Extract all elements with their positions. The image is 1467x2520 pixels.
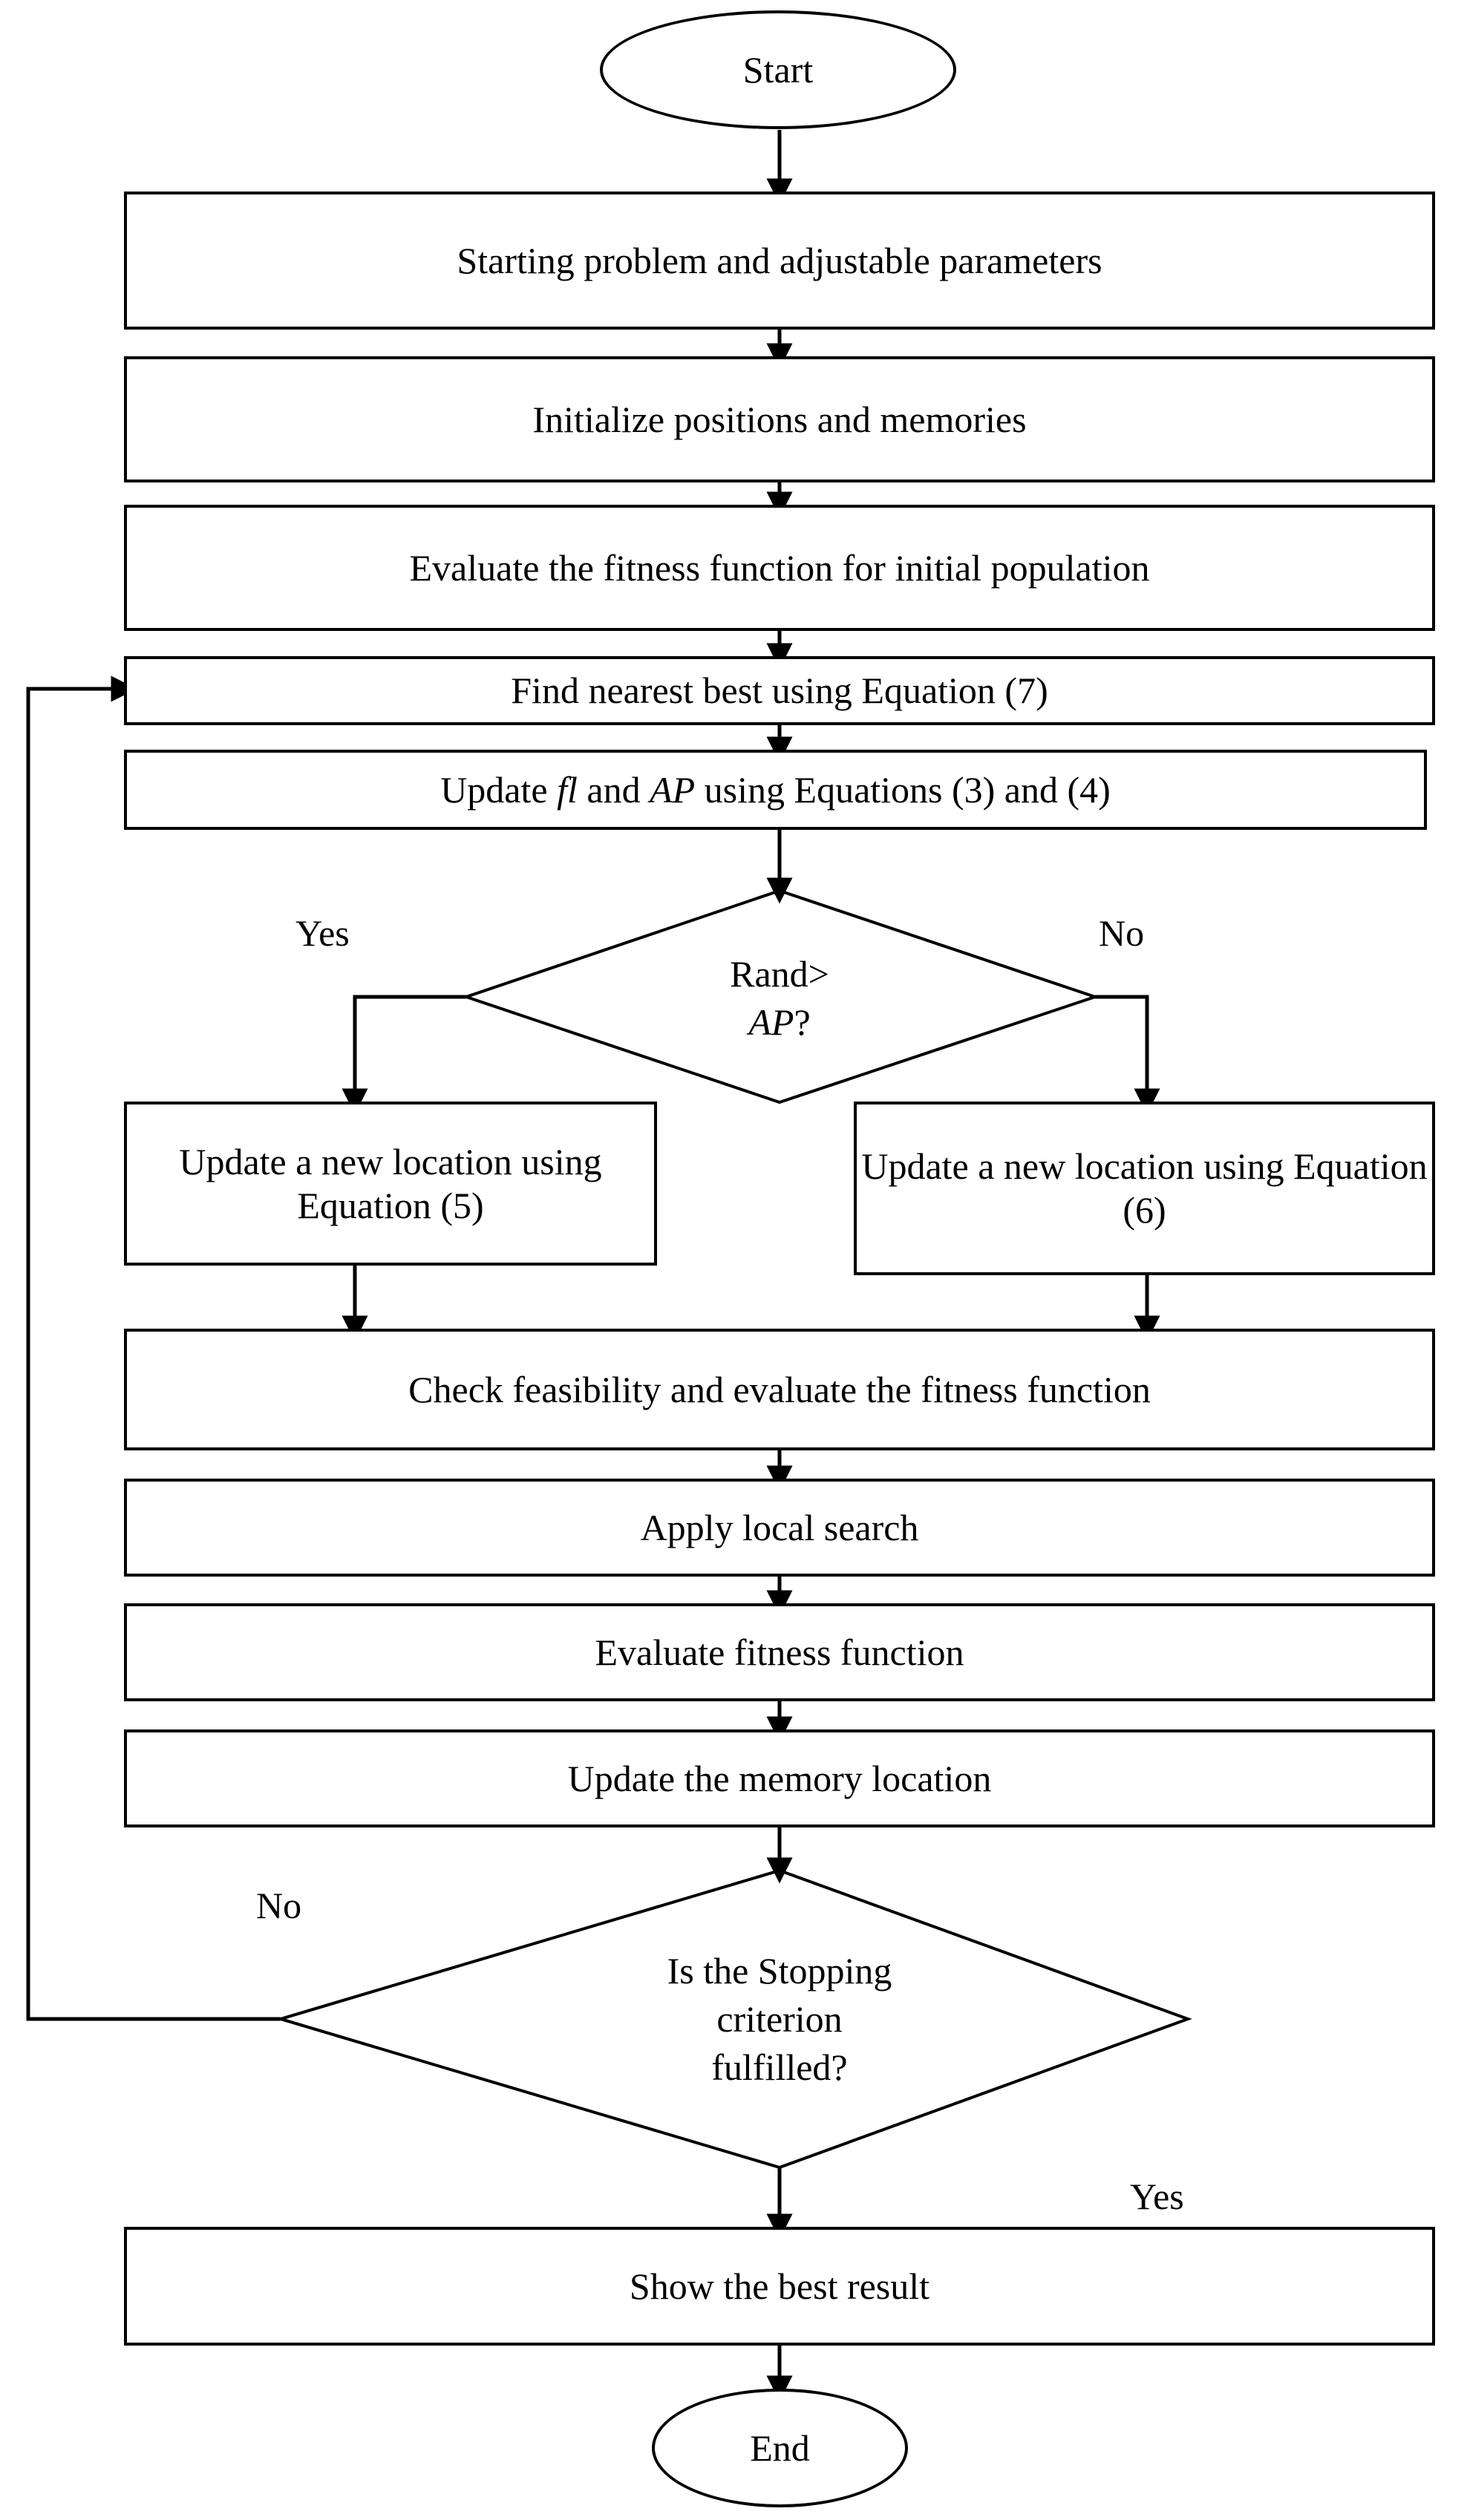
edge-label-yes-rand: Yes xyxy=(295,912,350,955)
node-start-label: Start xyxy=(742,48,814,91)
node-check-feasibility[interactable]: Check feasibility and evaluate the fitne… xyxy=(124,1329,1435,1450)
node-update-memory[interactable]: Update the memory location xyxy=(124,1729,1435,1827)
node-initialize-positions[interactable]: Initialize positions and memories xyxy=(124,356,1435,482)
node-starting-problem[interactable]: Starting problem and adjustable paramete… xyxy=(124,192,1435,330)
node-update-location-eq5[interactable]: Update a new location using Equation (5) xyxy=(124,1102,657,1266)
edge-label-no-rand: No xyxy=(1099,912,1144,955)
node-find-nearest-best[interactable]: Find nearest best using Equation (7) xyxy=(124,656,1435,725)
node-find-nearest-best-label: Find nearest best using Equation (7) xyxy=(511,670,1048,711)
node-initialize-positions-label: Initialize positions and memories xyxy=(532,398,1027,440)
decision-rand-line1: Rand> xyxy=(730,953,829,995)
update-fl-ap-part-ap: AP xyxy=(650,768,696,811)
node-evaluate-initial-population-label: Evaluate the fitness function for initia… xyxy=(409,546,1150,589)
node-end-label: End xyxy=(750,2426,810,2469)
update-fl-ap-part-fl: fl xyxy=(557,768,578,811)
decision-rand-ap-italic: AP xyxy=(748,1001,794,1043)
node-evaluate-initial-population[interactable]: Evaluate the fitness function for initia… xyxy=(124,505,1435,631)
decision-rand-line2: AP? xyxy=(748,998,810,1047)
edge-decision1-no xyxy=(1095,995,1160,1115)
node-evaluate-fitness-label: Evaluate fitness function xyxy=(595,1631,964,1673)
decision1-shape xyxy=(461,888,1100,1104)
node-check-feasibility-label: Check feasibility and evaluate the fitne… xyxy=(408,1368,1151,1410)
node-apply-local-search[interactable]: Apply local search xyxy=(124,1479,1435,1577)
edge-label-yes-stopping: Yes xyxy=(1130,2175,1184,2218)
node-decision-stopping-criterion[interactable]: Is the Stopping criterion fulfilled? xyxy=(587,1915,973,2123)
no-label-text: No xyxy=(1099,912,1145,954)
node-starting-problem-label: Starting problem and adjustable paramete… xyxy=(457,239,1102,281)
edge-decision1-yes xyxy=(342,995,466,1115)
decision-rand-qmark: ? xyxy=(794,1001,811,1043)
node-apply-local-search-label: Apply local search xyxy=(640,1506,919,1548)
decision-stopping-line3: fulfilled? xyxy=(711,2046,848,2088)
node-update-location-eq6-label: Update a new location using Equation (6) xyxy=(861,1145,1428,1231)
yes-stopping-label-text: Yes xyxy=(1130,2176,1184,2217)
update-fl-ap-part-a: Update xyxy=(440,768,558,811)
node-update-memory-label: Update the memory location xyxy=(567,1757,992,1799)
update-fl-ap-part-e: using Equations (3) and (4) xyxy=(695,768,1111,811)
node-update-fl-ap[interactable]: Update fl and AP using Equations (3) and… xyxy=(124,750,1427,830)
decision-stopping-line1: Is the Stopping xyxy=(667,1949,892,1992)
no-stopping-label-text: No xyxy=(256,1885,302,1926)
node-update-location-eq5-label: Update a new location using Equation (5) xyxy=(179,1140,602,1226)
decision-stopping-line2: criterion xyxy=(716,1997,843,2040)
node-show-best-result[interactable]: Show the best result xyxy=(124,2227,1435,2346)
update-fl-ap-part-c: and xyxy=(577,768,650,811)
node-update-fl-ap-label: Update fl and AP using Equations (3) and… xyxy=(440,768,1111,812)
node-update-location-eq6[interactable]: Update a new location using Equation (6) xyxy=(854,1102,1435,1275)
node-decision-rand-ap[interactable]: Rand> AP? xyxy=(646,932,913,1065)
decision2-shape xyxy=(275,1868,1192,2170)
node-start[interactable]: Start xyxy=(600,10,956,129)
edge-label-no-stopping: No xyxy=(256,1884,301,1927)
node-end[interactable]: End xyxy=(652,2389,908,2507)
node-show-best-result-label: Show the best result xyxy=(629,2265,930,2307)
node-evaluate-fitness[interactable]: Evaluate fitness function xyxy=(124,1603,1435,1701)
yes-label-text: Yes xyxy=(295,912,350,954)
